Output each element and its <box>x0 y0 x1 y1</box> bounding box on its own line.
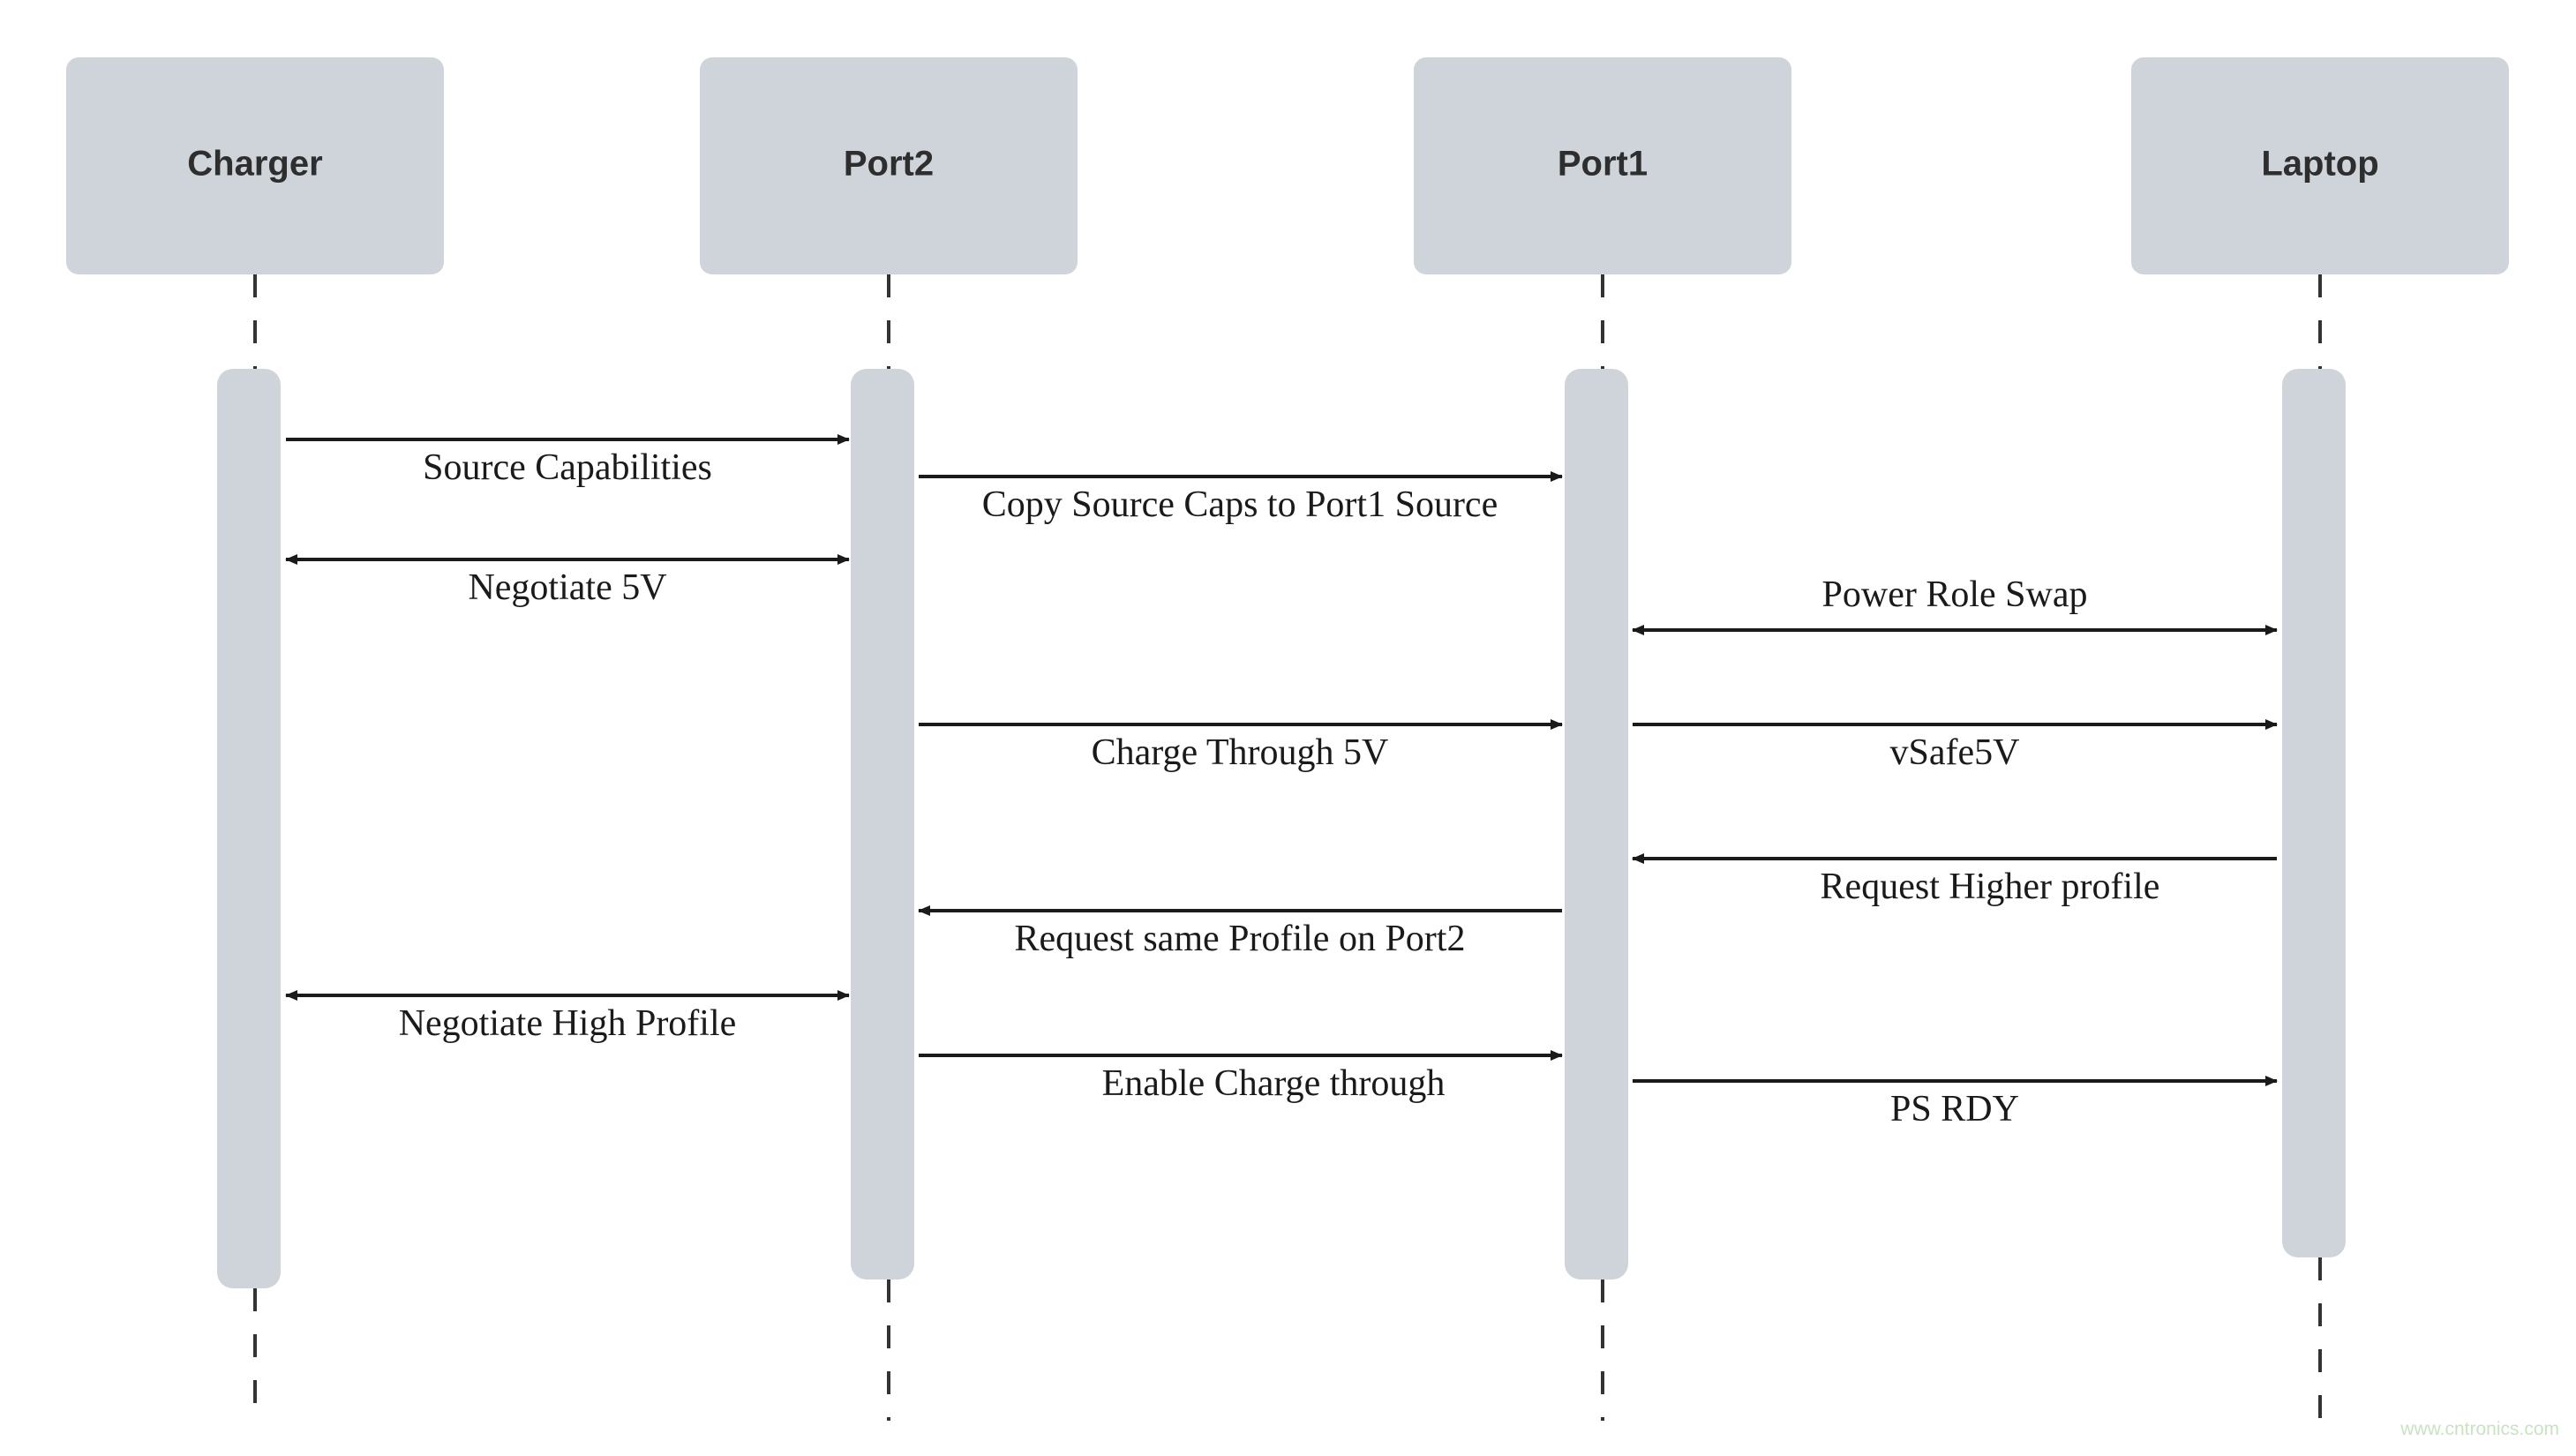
message-m8[interactable]: Request same Profile on Port2 <box>918 905 1562 959</box>
participant-label-port2: Port2 <box>844 145 934 184</box>
message-m1[interactable]: Source Capabilities <box>286 434 850 488</box>
message-label-m5: Charge Through 5V <box>1092 732 1389 773</box>
activation-bars-layer <box>217 369 2346 1288</box>
message-m7[interactable]: Request Higher profile <box>1632 853 2277 907</box>
participant-laptop[interactable]: Laptop <box>2131 57 2509 274</box>
message-label-m6: vSafe5V <box>1890 732 2020 773</box>
message-label-m2: Copy Source Caps to Port1 Source <box>982 484 1498 525</box>
participant-label-laptop: Laptop <box>2261 145 2378 184</box>
participant-port2[interactable]: Port2 <box>700 57 1078 274</box>
participant-box-port2[interactable] <box>700 57 1078 274</box>
message-label-m10: Enable Charge through <box>1102 1063 1446 1104</box>
message-m9[interactable]: Negotiate High Profile <box>285 990 850 1044</box>
participant-box-laptop[interactable] <box>2131 57 2509 274</box>
message-label-m1: Source Capabilities <box>423 447 712 488</box>
message-m2[interactable]: Copy Source Caps to Port1 Source <box>919 471 1563 525</box>
participant-box-port1[interactable] <box>1414 57 1791 274</box>
participant-port1[interactable]: Port1 <box>1414 57 1791 274</box>
participant-headers-layer: Charger Port2 Port1 Laptop <box>66 57 2509 274</box>
participant-box-charger[interactable] <box>66 57 444 274</box>
activation-bar-port1 <box>1565 369 1628 1280</box>
message-label-m4: Power Role Swap <box>1822 574 2088 615</box>
message-label-m11: PS RDY <box>1890 1089 2019 1130</box>
lifelines-layer <box>253 274 2322 1421</box>
message-label-m8: Request same Profile on Port2 <box>1015 919 1466 959</box>
message-label-m3: Negotiate 5V <box>468 567 666 608</box>
message-label-m7: Request Higher profile <box>1821 867 2160 907</box>
participant-label-charger: Charger <box>187 145 322 184</box>
message-m11[interactable]: PS RDY <box>1633 1076 2278 1130</box>
activation-bar-charger <box>217 369 281 1288</box>
message-m4[interactable]: Power Role Swap <box>1632 574 2278 635</box>
participant-label-port1: Port1 <box>1558 145 1648 184</box>
message-label-m9: Negotiate High Profile <box>399 1003 737 1044</box>
message-m3[interactable]: Negotiate 5V <box>285 554 850 608</box>
activation-bar-port2 <box>851 369 914 1280</box>
watermark-label: www.cntronics.com <box>2400 1419 2559 1439</box>
participant-charger[interactable]: Charger <box>66 57 444 274</box>
message-m5[interactable]: Charge Through 5V <box>919 719 1563 773</box>
message-m6[interactable]: vSafe5V <box>1633 719 2278 773</box>
activation-bar-laptop <box>2282 369 2346 1257</box>
message-m10[interactable]: Enable Charge through <box>919 1050 1563 1104</box>
